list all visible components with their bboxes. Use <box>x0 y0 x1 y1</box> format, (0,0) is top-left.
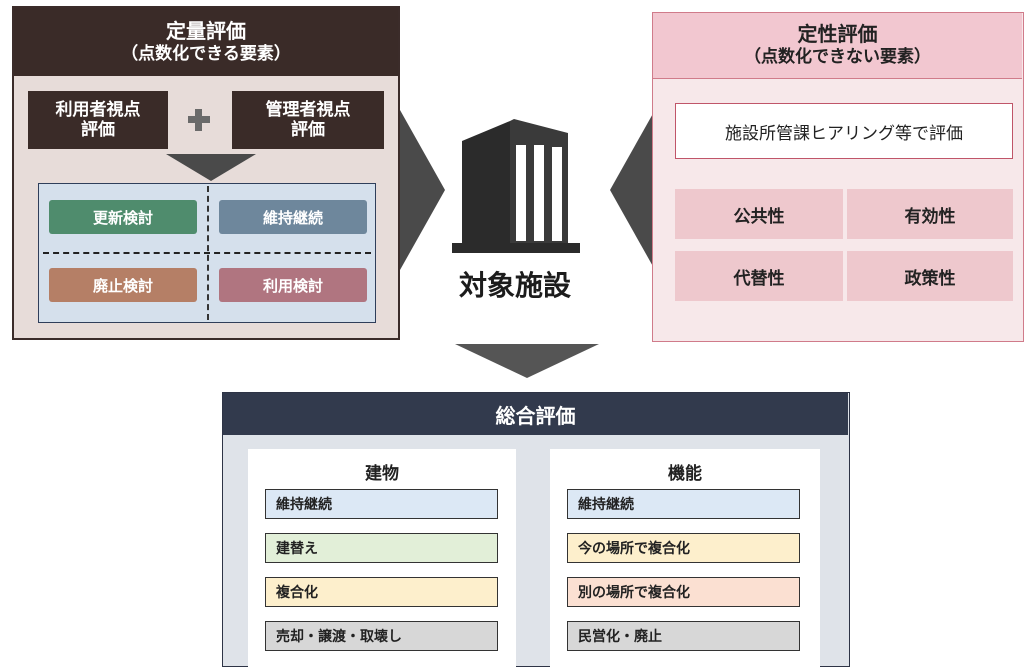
building-icon <box>452 119 580 253</box>
building-item-combine: 複合化 <box>265 577 498 607</box>
down-triangle-icon <box>166 154 256 181</box>
qualitative-header: 定性評価 （点数化できない要素） <box>653 13 1022 79</box>
building-item-sell: 売却・譲渡・取壊し <box>265 621 498 651</box>
user-viewpoint-box: 利用者視点 評価 <box>28 91 168 149</box>
quantitative-subtitle: （点数化できる要素） <box>121 43 291 64</box>
quantitative-header: 定量評価 （点数化できる要素） <box>14 8 398 76</box>
function-item-combine-elsewhere: 別の場所で複合化 <box>567 577 800 607</box>
admin-viewpoint-line1: 管理者視点 <box>265 99 351 120</box>
building-title: 建物 <box>365 463 399 484</box>
criterion-substitutability: 代替性 <box>675 251 843 301</box>
qualitative-subtitle: （点数化できない要素） <box>744 47 931 68</box>
function-item-combine-here: 今の場所で複合化 <box>567 533 800 563</box>
admin-viewpoint-box: 管理者視点 評価 <box>232 91 384 149</box>
qualitative-title: 定性評価 <box>797 22 878 47</box>
overall-evaluation-title: 総合評価 <box>223 393 848 435</box>
quadrant-divider-vertical <box>207 186 209 320</box>
building-item-maintain: 維持継続 <box>265 489 498 519</box>
quantitative-panel: 定量評価 （点数化できる要素） 利用者視点 評価 管理者視点 評価 更新検討 維… <box>12 6 400 340</box>
down-arrow-icon <box>455 344 599 378</box>
target-facility-label: 対象施設 <box>458 269 571 302</box>
overall-evaluation-panel: 総合評価 建物 維持継続 建替え 複合化 売却・譲渡・取壊し 機能 維持継続 今… <box>222 392 850 668</box>
building-item-rebuild: 建替え <box>265 533 498 563</box>
quadrant-grid: 更新検討 維持継続 廃止検討 利用検討 <box>38 183 376 323</box>
function-column: 機能 維持継続 今の場所で複合化 別の場所で複合化 民営化・廃止 <box>550 449 820 668</box>
quadrant-maintain: 維持継続 <box>219 200 367 234</box>
function-item-privatize: 民営化・廃止 <box>567 621 800 651</box>
criterion-publicness: 公共性 <box>675 189 843 239</box>
criterion-policy: 政策性 <box>847 251 1013 301</box>
user-viewpoint-line1: 利用者視点 <box>55 99 141 120</box>
right-chevron-arrow-icon <box>400 110 445 270</box>
criterion-effectiveness: 有効性 <box>847 189 1013 239</box>
plus-icon-vertical <box>195 109 202 131</box>
function-title: 機能 <box>668 463 702 484</box>
quantitative-title: 定量評価 <box>166 18 246 43</box>
user-viewpoint-line2: 評価 <box>81 120 115 140</box>
left-chevron-arrow-icon <box>610 110 655 270</box>
quadrant-renewal: 更新検討 <box>49 200 197 234</box>
hearing-box: 施設所管課ヒアリング等で評価 <box>675 103 1013 159</box>
quadrant-abolish: 廃止検討 <box>49 268 197 302</box>
building-column: 建物 維持継続 建替え 複合化 売却・譲渡・取壊し <box>248 449 516 668</box>
function-item-maintain: 維持継続 <box>567 489 800 519</box>
quadrant-utilization: 利用検討 <box>219 268 367 302</box>
qualitative-panel: 定性評価 （点数化できない要素） 施設所管課ヒアリング等で評価 公共性 有効性 … <box>652 12 1024 342</box>
admin-viewpoint-line2: 評価 <box>291 120 325 140</box>
